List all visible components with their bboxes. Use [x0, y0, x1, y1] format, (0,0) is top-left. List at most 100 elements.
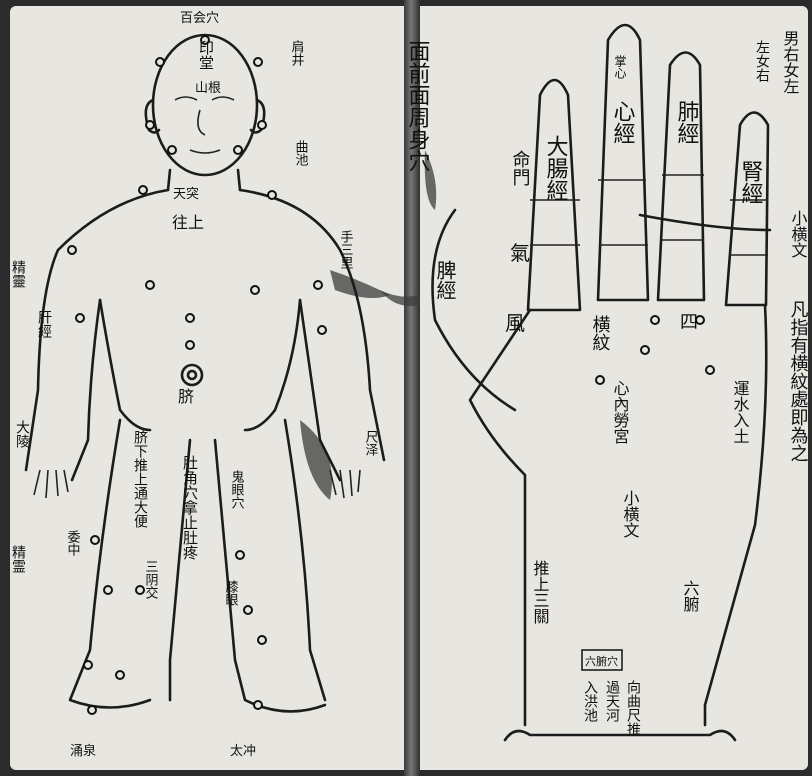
acupoint	[186, 341, 194, 349]
palm-label: 風	[505, 311, 525, 335]
palm-label: 四	[680, 312, 698, 333]
stain	[300, 420, 332, 500]
acupoint	[244, 606, 252, 614]
palm-label: 命門	[510, 150, 531, 186]
acupoint	[76, 314, 84, 322]
finger-channel: 心經	[610, 100, 636, 144]
side-label: 尺泽	[363, 430, 379, 456]
finger-channel: 肺經	[674, 100, 700, 144]
foot-label: 太冲	[230, 744, 256, 759]
palm-point	[596, 376, 604, 384]
label-throat: 天突	[173, 186, 199, 202]
palm-point	[651, 316, 659, 324]
thumb-channel: 脾經	[433, 260, 457, 300]
leg-label: 鬼眼穴	[229, 469, 245, 509]
leg-label: 三阴交	[143, 560, 159, 599]
stain	[330, 270, 390, 298]
side-label: 肝經	[36, 310, 52, 339]
torso-right	[245, 300, 300, 430]
acupoint	[88, 706, 96, 714]
side-label: 大陵	[14, 420, 30, 448]
leg-label: 膝眼	[223, 580, 239, 606]
palm-point	[706, 366, 714, 374]
finger-channel: 腎經	[738, 160, 764, 204]
acupoint	[168, 146, 176, 154]
side-label: 手三里	[338, 230, 354, 269]
palm-label: 運水入土	[731, 380, 750, 444]
side-labels-left: 精靈 肝經 大陵 精霊	[10, 260, 52, 573]
right-arm-outer	[240, 190, 384, 460]
left-arm-inner	[72, 300, 100, 480]
palm-label: 小横文	[621, 490, 640, 538]
palm-label: 心內勞宮	[611, 380, 630, 444]
eyes	[175, 97, 234, 100]
palm-label: 過天河	[604, 680, 620, 722]
acupoint	[139, 186, 147, 194]
acupoint	[186, 314, 194, 322]
side-label: 精靈	[10, 260, 26, 288]
right-hand-fingers	[330, 470, 360, 498]
mouth	[190, 150, 220, 153]
thumb	[433, 210, 516, 410]
nose	[198, 110, 205, 135]
leg-label: 委中	[65, 530, 81, 556]
label-forehead: 印堂	[197, 40, 215, 70]
finger-channels: 大腸經 心經 肺經 腎經	[543, 100, 764, 204]
palm-labels: 命門 氣 風 横紋 四 心內勞宮 運水入土 小横文 推上三關 六腑 向曲尺推 過…	[505, 150, 750, 736]
side-labels-right: 肩井 曲池 手三里 尺泽	[289, 39, 379, 456]
acupoint	[91, 536, 99, 544]
abdomen-label: 脐下推上通大便	[132, 430, 148, 529]
torso-left	[100, 300, 150, 430]
side-label: 曲池	[293, 140, 309, 166]
hand-diagram	[433, 25, 771, 740]
header-gender-2: 左女右	[754, 40, 770, 82]
side-vertical-2: 凡指有横紋處即為之	[788, 300, 809, 462]
acupoint	[104, 586, 112, 594]
acupoint	[254, 58, 262, 66]
crease-line	[640, 215, 770, 230]
navel-circle	[182, 365, 202, 385]
finger-4	[726, 113, 768, 306]
acupoint	[258, 636, 266, 644]
header-gender: 男右女左	[781, 30, 800, 94]
palm-label: 推上三關	[531, 560, 550, 624]
acupoint	[251, 286, 259, 294]
palm-label: 向曲尺推	[625, 680, 641, 736]
acupoint	[234, 146, 242, 154]
palm-label: 横紋	[590, 315, 611, 351]
boxed-label: 六腑穴	[585, 654, 618, 668]
human-figure	[26, 35, 384, 711]
palm-label: 氣	[510, 241, 530, 265]
label-upper-chest: 往上	[172, 213, 204, 232]
acupoint	[84, 661, 92, 669]
palm-label: 入洪池	[582, 680, 598, 722]
left-page-title: 面前面周身穴	[405, 40, 431, 172]
acupoint	[318, 326, 326, 334]
finger-3	[658, 53, 704, 301]
acupoint	[146, 281, 154, 289]
navel-inner	[188, 371, 196, 379]
acupoint	[268, 191, 276, 199]
acupoint	[68, 246, 76, 254]
finger-channel: 大腸經	[543, 135, 569, 201]
left-hand-fingers	[34, 470, 68, 498]
acupoint	[314, 281, 322, 289]
acupoint	[146, 121, 154, 129]
foot-label: 涌泉	[70, 743, 96, 759]
acupoint	[116, 671, 124, 679]
side-vertical-1: 小横文	[789, 210, 808, 258]
acupoint	[254, 701, 262, 709]
palm-label: 六腑	[681, 580, 700, 613]
stain	[380, 290, 420, 306]
side-label: 精霊	[10, 545, 26, 573]
abdomen-label: 肚角穴拿止肚疼	[181, 455, 199, 560]
label-head-top: 百会穴	[180, 11, 219, 26]
palm-point	[641, 346, 649, 354]
acupoint	[156, 58, 164, 66]
acupoint	[236, 551, 244, 559]
palm-base	[505, 731, 735, 740]
side-label: 肩井	[289, 39, 305, 67]
label-navel: 脐	[178, 387, 194, 406]
